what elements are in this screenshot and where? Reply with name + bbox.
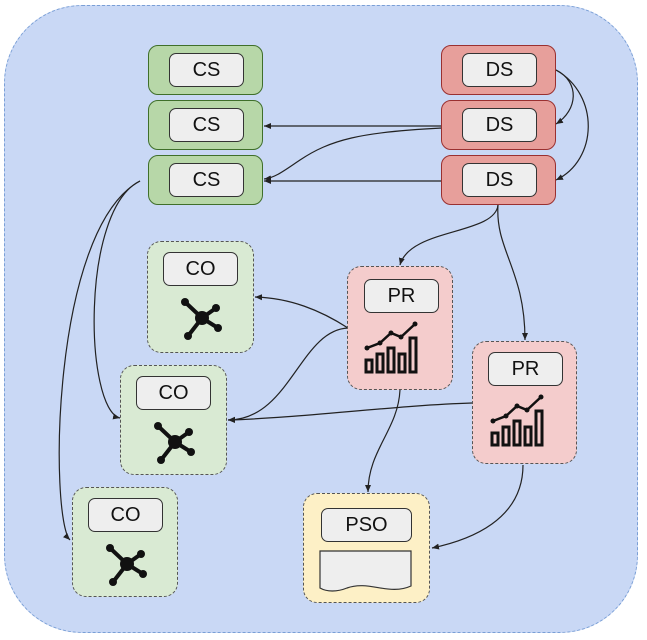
edge-ds1-ds2 bbox=[555, 69, 574, 125]
molecule-icon bbox=[181, 298, 222, 340]
ds-node-2[interactable]: DS bbox=[441, 100, 556, 150]
ds-node-1[interactable]: DS bbox=[441, 45, 556, 95]
cs-label: CS bbox=[169, 163, 244, 197]
cs-node-2[interactable]: CS bbox=[148, 100, 263, 150]
cs-label: CS bbox=[169, 53, 244, 87]
co-label: CO bbox=[88, 498, 163, 532]
edge-ds1-ds3 bbox=[555, 69, 589, 181]
edge-ds2-cs3 bbox=[263, 127, 443, 182]
edge-cs3-co2 bbox=[93, 180, 141, 420]
ds-label: DS bbox=[462, 53, 537, 87]
pr-label: PR bbox=[364, 279, 439, 313]
bar-line-chart-icon bbox=[490, 394, 544, 447]
edge-pr1-co2 bbox=[227, 327, 349, 423]
document-icon bbox=[319, 550, 412, 592]
cs-label: CS bbox=[169, 108, 244, 142]
edge-pr1-co1 bbox=[254, 294, 349, 329]
edge-pr2-co2 bbox=[227, 402, 473, 423]
pso-label: PSO bbox=[321, 508, 412, 542]
molecule-icon bbox=[154, 422, 195, 464]
pr-node-2[interactable]: PR bbox=[472, 341, 577, 464]
ds-label: DS bbox=[462, 163, 537, 197]
cs-node-1[interactable]: CS bbox=[148, 45, 263, 95]
ds-label: DS bbox=[462, 108, 537, 142]
co-node-2[interactable]: CO bbox=[120, 365, 227, 475]
edge-ds3-pr2 bbox=[497, 204, 528, 341]
edge-ds3-pr1 bbox=[398, 204, 499, 266]
edge-pr1-pso bbox=[365, 389, 401, 493]
co-node-3[interactable]: CO bbox=[72, 487, 178, 597]
co-label: CO bbox=[163, 252, 238, 286]
edge-pr2-pso bbox=[431, 464, 524, 550]
cs-node-3[interactable]: CS bbox=[148, 155, 263, 205]
pr-node-1[interactable]: PR bbox=[347, 266, 453, 390]
molecule-icon bbox=[106, 544, 147, 586]
pso-node[interactable]: PSO bbox=[303, 493, 430, 603]
ds-node-3[interactable]: DS bbox=[441, 155, 556, 205]
co-label: CO bbox=[136, 376, 211, 410]
bar-line-chart-icon bbox=[364, 321, 418, 374]
edge-cs3-co3 bbox=[58, 180, 141, 541]
co-node-1[interactable]: CO bbox=[147, 241, 254, 353]
pr-label: PR bbox=[488, 352, 563, 386]
